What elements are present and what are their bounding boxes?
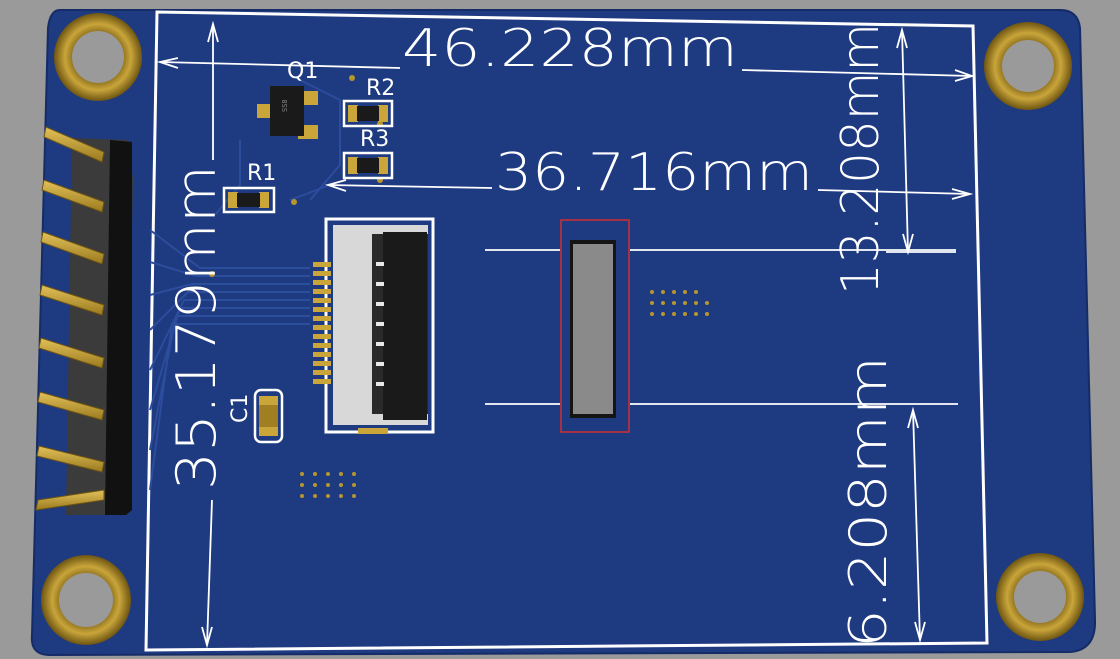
mounting-hole-icon — [984, 22, 1072, 110]
c1-label: C1 — [228, 394, 253, 423]
mounting-hole-icon — [41, 555, 131, 645]
r1-resistor-icon[interactable] — [222, 186, 276, 214]
mounting-hole-icon — [996, 553, 1084, 641]
signal-traces — [149, 79, 341, 491]
r3-label: R3 — [360, 127, 389, 152]
svg-text:SS8: SS8 — [281, 99, 289, 112]
dimension-lines — [156, 20, 975, 649]
q1-transistor-icon[interactable]: SS8 — [257, 86, 318, 139]
dim-height-top-right: 13.208mm — [831, 23, 891, 295]
q1-label: Q1 — [287, 59, 318, 84]
dim-width-outer: 46.228mm — [402, 19, 738, 79]
mounting-hole-icon — [54, 13, 142, 101]
dim-height-bottom-right: 6.208mm — [839, 356, 899, 648]
fpc-connector-icon[interactable] — [313, 217, 435, 434]
dim-width-inner: 36.716mm — [495, 143, 813, 203]
r2-label: R2 — [366, 76, 395, 101]
r1-label: R1 — [247, 161, 276, 186]
r3-resistor-icon[interactable] — [342, 151, 394, 180]
dim-height-full: 35.179mm — [165, 165, 228, 490]
r2-resistor-icon[interactable] — [342, 99, 394, 128]
board-outline — [144, 10, 989, 652]
board-substrate — [30, 9, 1097, 657]
c1-capacitor-icon[interactable] — [253, 388, 284, 444]
pin-header-icon[interactable] — [35, 126, 133, 515]
display-fpc-footprint[interactable] — [560, 219, 630, 433]
